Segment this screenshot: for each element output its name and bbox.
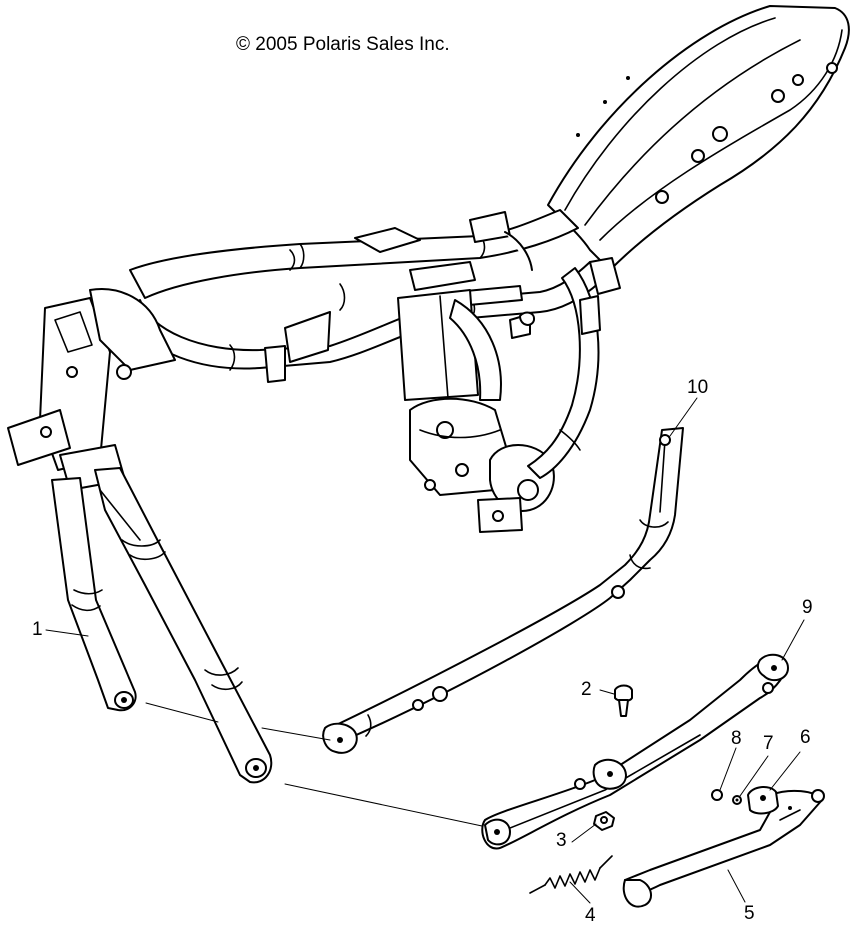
callout-9: 9: [802, 597, 813, 618]
top-frame-rails: [129, 209, 601, 383]
front-down-tube-left: [51, 477, 137, 712]
part-4-spring: [529, 855, 613, 894]
part-2-bolt: [614, 684, 633, 717]
callout-10: 10: [687, 377, 709, 398]
part-7-washer: [732, 795, 742, 805]
callout-2: 2: [581, 679, 592, 700]
callout-4: 4: [585, 905, 596, 926]
rear-frame-rail: [547, 5, 850, 271]
part-6-pivot-block: [747, 786, 779, 815]
right-frame-loop: [519, 257, 621, 479]
center-engine-mount: [397, 289, 555, 533]
part-8-cap: [711, 789, 723, 801]
part-10-lower-rail: [322, 427, 684, 754]
callout-7: 7: [763, 733, 774, 754]
callout-6: 6: [800, 727, 811, 748]
callout-1: 1: [32, 619, 43, 640]
callout-5: 5: [744, 903, 755, 924]
steering-head: [7, 288, 176, 491]
copyright-notice: © 2005 Polaris Sales Inc.: [236, 34, 450, 55]
callout-leaders: [45, 397, 805, 904]
callout-3: 3: [556, 830, 567, 851]
assembly-lines: [145, 702, 483, 827]
part-9-kickstand-bracket: [481, 653, 789, 850]
part-5-kickstand-leg: [622, 789, 825, 908]
part-3-nut: [593, 811, 615, 831]
front-down-tube-right: [94, 467, 273, 784]
callout-8: 8: [731, 728, 742, 749]
